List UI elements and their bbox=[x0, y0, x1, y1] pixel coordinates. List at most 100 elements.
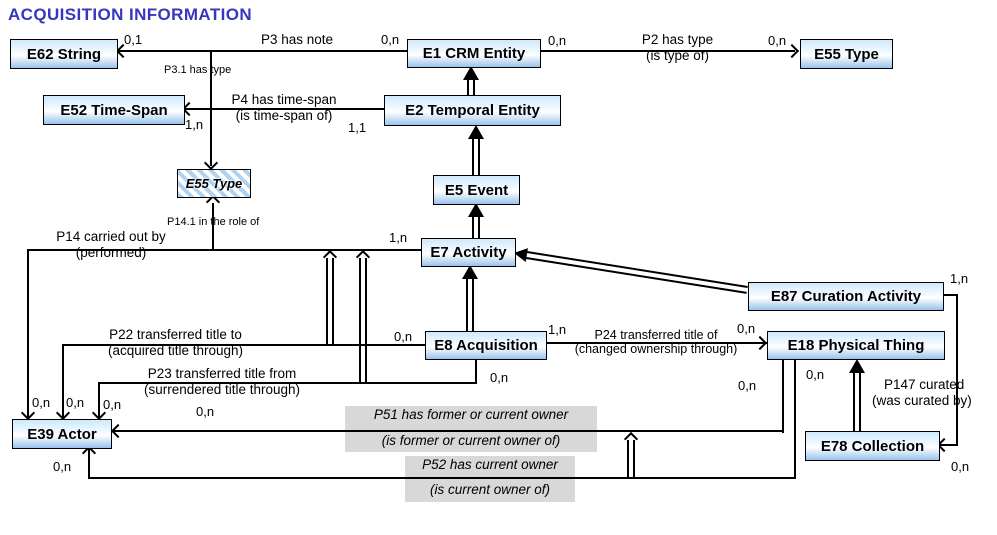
p3-cardinality-domain: 0,n bbox=[381, 32, 400, 47]
p3-1-label: P3.1 has type bbox=[164, 64, 232, 76]
isa-e78-e18-arrowhead-icon bbox=[849, 359, 865, 373]
p52-label-forward: P52 has current owner bbox=[422, 457, 558, 472]
entity-e87-curation-activity[interactable]: E87 Curation Activity bbox=[748, 282, 944, 311]
p51-line bbox=[112, 430, 784, 432]
p14-label-inverse: (performed) bbox=[75, 245, 147, 260]
subprop-p23-p14-shaft bbox=[359, 258, 367, 383]
p3-label: P3 has note bbox=[260, 32, 334, 47]
isa-e7-e5-arrowhead-icon bbox=[468, 203, 484, 217]
p2-label-forward: P2 has type bbox=[641, 32, 714, 47]
p22-line bbox=[62, 344, 425, 346]
entity-e39-actor[interactable]: E39 Actor bbox=[12, 419, 112, 449]
p52-line bbox=[88, 477, 796, 479]
p4-label: P4 has time-span (is time-span of) bbox=[218, 92, 350, 124]
entity-e2-temporal-entity[interactable]: E2 Temporal Entity bbox=[384, 95, 561, 126]
p22-cardinality-domain: 0,n bbox=[394, 329, 413, 344]
isa-e5-e2-arrowhead-icon bbox=[468, 125, 484, 139]
p14-label: P14 carried out by (performed) bbox=[40, 229, 182, 261]
p52-cardinality-domain: 0,n bbox=[806, 367, 825, 382]
p23-line bbox=[98, 382, 100, 417]
p22-label-forward: P22 transferred title to bbox=[109, 327, 242, 342]
p52-label-background bbox=[405, 456, 575, 502]
p14-cardinality-domain: 1,n bbox=[389, 230, 408, 245]
entity-e55-type-role[interactable]: E55 Type bbox=[177, 169, 251, 198]
isa-e2-e1-arrowhead-icon bbox=[463, 66, 479, 80]
p4-label-inverse: (is time-span of) bbox=[235, 108, 333, 123]
p22-line bbox=[62, 344, 64, 417]
entity-e78-collection[interactable]: E78 Collection bbox=[805, 431, 940, 461]
subprop-p22-p14-shaft bbox=[326, 258, 334, 345]
isa-e7-e5-shaft bbox=[472, 217, 480, 238]
p3-cardinality-range: 0,1 bbox=[124, 32, 143, 47]
p22-cardinality-range: 0,n bbox=[66, 395, 85, 410]
isa-e8-e7-arrowhead-icon bbox=[462, 265, 478, 279]
p14-cardinality-range: 0,n bbox=[32, 395, 51, 410]
entity-e8-acquisition[interactable]: E8 Acquisition bbox=[425, 331, 547, 360]
p51-arrowhead-icon bbox=[110, 423, 126, 439]
p22-label-inverse: (acquired title through) bbox=[107, 343, 244, 358]
subprop-p52-p51-shaft bbox=[627, 440, 635, 478]
p24-label-inverse: (changed ownership through) bbox=[574, 342, 738, 356]
entity-e55-type[interactable]: E55 Type bbox=[800, 39, 893, 69]
p147-label-forward: P147 curated bbox=[884, 377, 965, 392]
isa-e87-e7-arrow bbox=[512, 246, 748, 297]
isa-e87-e7-shaft bbox=[525, 256, 747, 294]
p14-line bbox=[27, 249, 422, 251]
p51-cardinality-range: 0,n bbox=[196, 404, 215, 419]
p51-cardinality-domain: 0,n bbox=[738, 378, 757, 393]
entity-e52-time-span[interactable]: E52 Time-Span bbox=[43, 95, 185, 125]
p4-cardinality-domain: 1,1 bbox=[348, 120, 367, 135]
isa-e2-e1-shaft bbox=[467, 80, 475, 95]
p52-line bbox=[794, 358, 796, 479]
p24-line bbox=[545, 342, 767, 344]
p3-line bbox=[117, 50, 407, 52]
p22-label: P22 transferred title to (acquired title… bbox=[88, 327, 263, 359]
p24-label: P24 transferred title of (changed owners… bbox=[556, 328, 756, 356]
p147-line bbox=[942, 294, 958, 296]
isa-e5-e2-shaft bbox=[472, 139, 480, 176]
entity-e18-physical-thing[interactable]: E18 Physical Thing bbox=[767, 331, 945, 360]
p147-line bbox=[938, 444, 958, 446]
p4-label-forward: P4 has time-span bbox=[231, 92, 337, 107]
p14-label-forward: P14 carried out by bbox=[56, 229, 166, 244]
isa-e8-e7-shaft bbox=[466, 279, 474, 331]
entity-e5-event[interactable]: E5 Event bbox=[433, 175, 520, 205]
p4-cardinality-range: 1,n bbox=[185, 117, 204, 132]
entity-e1-crm-entity[interactable]: E1 CRM Entity bbox=[407, 39, 541, 68]
p14-line bbox=[27, 249, 29, 417]
p24-cardinality-range: 0,n bbox=[737, 321, 756, 336]
p147-cardinality-domain: 1,n bbox=[950, 271, 969, 286]
p24-label-forward: P24 transferred title of bbox=[594, 328, 718, 342]
p23-cardinality-range: 0,n bbox=[103, 397, 122, 412]
p52-label-inverse: (is current owner of) bbox=[429, 482, 551, 497]
p23-line bbox=[98, 382, 477, 384]
p51-label-forward: P51 has former or current owner bbox=[373, 407, 569, 422]
p14-1-label: P14.1 in the role of bbox=[167, 216, 260, 228]
p2-label: P2 has type (is type of) bbox=[600, 32, 755, 64]
p2-label-inverse: (is type of) bbox=[645, 48, 710, 63]
p2-line bbox=[539, 50, 795, 52]
entity-e62-string[interactable]: E62 String bbox=[10, 39, 118, 69]
p2-cardinality-range: 0,n bbox=[768, 33, 787, 48]
p14-1-line bbox=[212, 203, 214, 250]
p23-label: P23 transferred title from (surrendered … bbox=[126, 366, 318, 398]
p51-line bbox=[782, 358, 784, 433]
page-title: ACQUISITION INFORMATION bbox=[8, 5, 253, 24]
p2-cardinality-domain: 0,n bbox=[548, 33, 567, 48]
entity-e7-activity[interactable]: E7 Activity bbox=[421, 238, 516, 267]
p23-line bbox=[475, 358, 477, 384]
p2-arrowhead-icon bbox=[784, 43, 800, 59]
p52-cardinality-range: 0,n bbox=[53, 459, 72, 474]
p3-1-arrowhead-icon bbox=[203, 155, 219, 171]
p147-line bbox=[956, 294, 958, 446]
isa-e78-e18-shaft bbox=[853, 373, 861, 431]
p24-cardinality-domain: 1,n bbox=[548, 322, 567, 337]
p147-label-inverse: (was curated by) bbox=[872, 393, 972, 408]
p23-cardinality-domain: 0,n bbox=[490, 370, 509, 385]
p51-label-inverse: (is former or current owner of) bbox=[381, 433, 561, 448]
p147-cardinality-range: 0,n bbox=[951, 459, 970, 474]
p4-line bbox=[183, 108, 384, 110]
p51-label-background bbox=[345, 406, 597, 452]
p23-label-inverse: (surrendered title through) bbox=[143, 382, 301, 397]
